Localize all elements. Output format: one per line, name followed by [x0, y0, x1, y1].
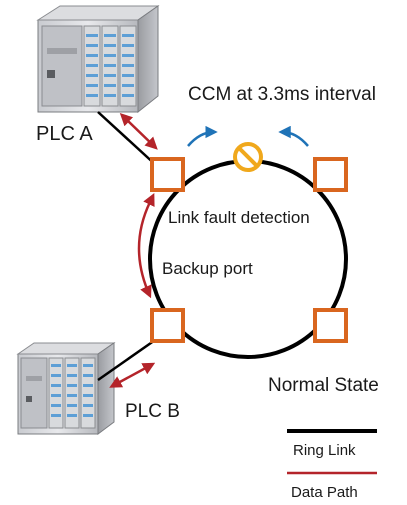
plc-a-label: PLC A [36, 123, 93, 145]
plc-a-device-icon [36, 5, 160, 114]
backup-data-path-arrow [137, 192, 155, 299]
plc-b-label: PLC B [125, 401, 180, 422]
prohibited-icon [233, 142, 263, 172]
ring-node-top-right [313, 157, 348, 192]
link-fault-detection-label: Link fault detection [168, 208, 310, 227]
plc-b-data-path-arrow [109, 362, 156, 388]
ring-node-bottom-right [313, 308, 348, 343]
legend-ring-link-label: Ring Link [293, 442, 356, 459]
ccm-arrow-left [187, 125, 218, 147]
ccm-arrow-right [278, 125, 309, 147]
ring-node-top-left [150, 157, 185, 192]
plc-a-data-path-arrow [119, 113, 158, 150]
normal-state-label: Normal State [268, 375, 379, 396]
legend-data-path-label: Data Path [291, 484, 358, 501]
ccm-interval-label: CCM at 3.3ms interval [188, 84, 376, 105]
ring-node-bottom-left [150, 308, 185, 343]
legend: Ring Link Data Path [287, 429, 377, 501]
plc-b-connection-line [97, 336, 159, 382]
backup-port-label: Backup port [162, 259, 253, 278]
plc-b-device-icon [16, 342, 116, 435]
